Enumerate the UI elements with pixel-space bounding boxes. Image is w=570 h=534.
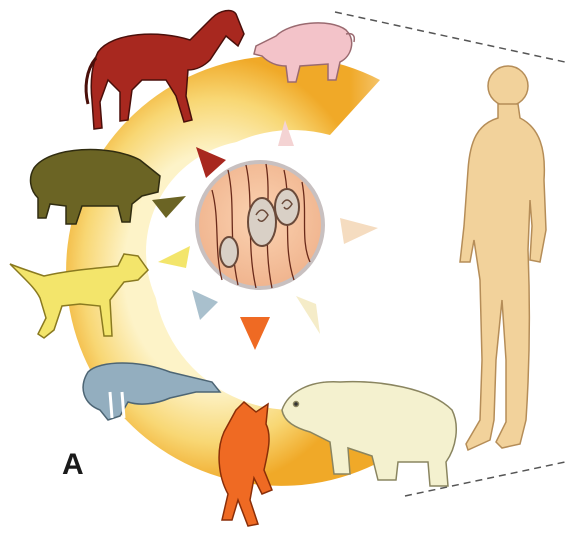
human-figure-icon — [460, 66, 546, 450]
encysted-larvae-icon — [197, 162, 323, 288]
panel-label: A — [62, 448, 84, 482]
